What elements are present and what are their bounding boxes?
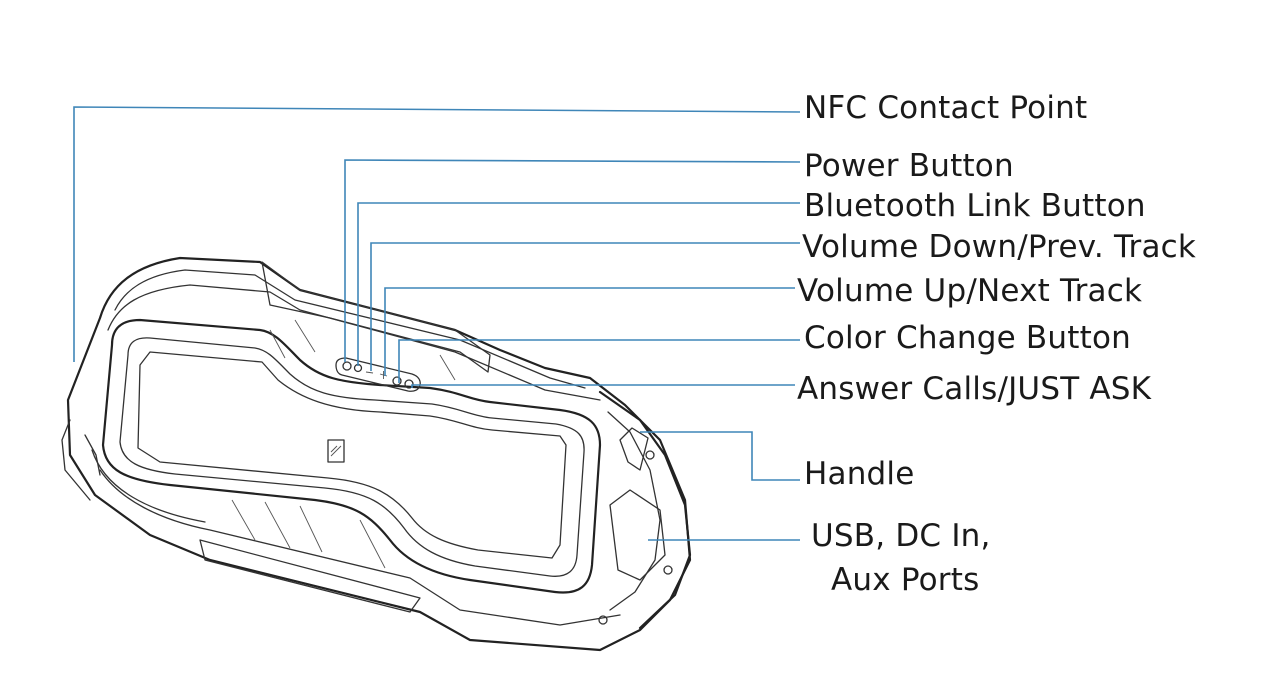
label-answer-calls: Answer Calls/JUST ASK <box>797 371 1152 407</box>
label-color-change-button: Color Change Button <box>804 320 1131 356</box>
label-nfc-contact-point: NFC Contact Point <box>804 90 1088 126</box>
leader-bluetooth <box>357 202 800 366</box>
leader-answer <box>411 384 795 388</box>
label-ports-line1: USB, DC In, <box>811 518 991 554</box>
leader-nfc <box>73 106 801 362</box>
label-volume-up: Volume Up/Next Track <box>797 273 1143 309</box>
leader-handle <box>640 431 800 481</box>
label-power-button: Power Button <box>804 148 1014 184</box>
leader-lines <box>73 106 801 541</box>
label-handle: Handle <box>804 456 915 492</box>
leader-vol-down <box>370 242 800 371</box>
speaker-illustration <box>61 256 692 652</box>
label-bluetooth-link-button: Bluetooth Link Button <box>804 188 1146 224</box>
leader-power <box>344 159 801 362</box>
leader-color <box>398 339 800 383</box>
label-volume-down: Volume Down/Prev. Track <box>802 229 1197 265</box>
leader-vol-up <box>384 287 795 376</box>
label-ports-line2: Aux Ports <box>831 562 980 598</box>
